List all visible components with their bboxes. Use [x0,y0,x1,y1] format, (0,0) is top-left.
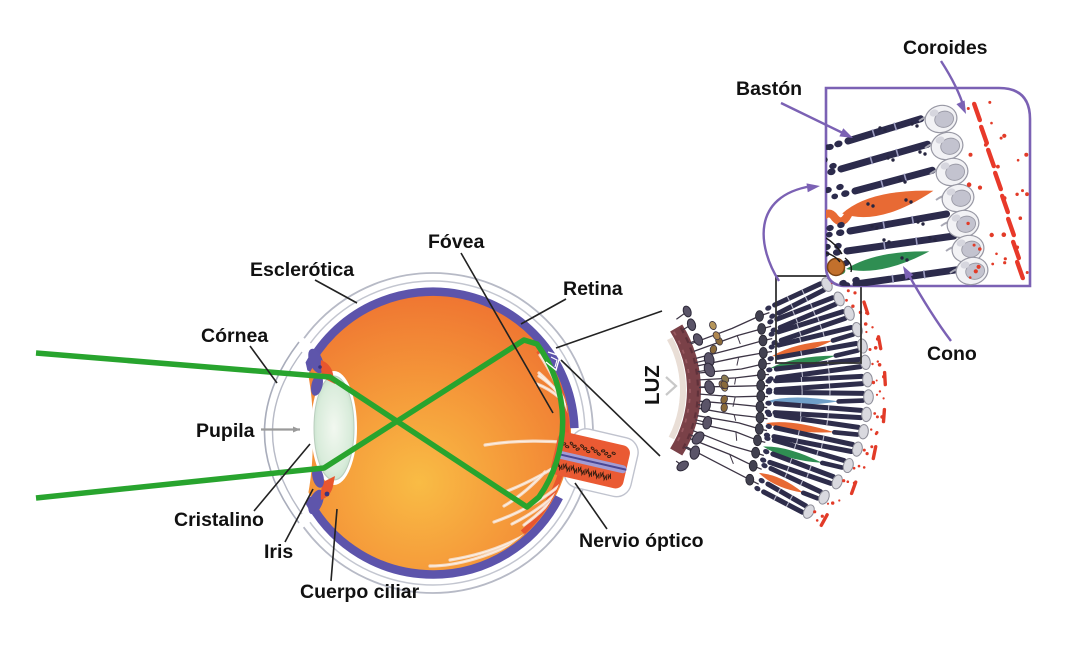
svg-text:Cuerpo ciliar: Cuerpo ciliar [300,581,420,603]
svg-text:Córnea: Córnea [201,325,268,347]
svg-text:Coroides: Coroides [903,37,988,59]
svg-text:Retina: Retina [563,278,623,300]
svg-text:LUZ: LUZ [641,365,664,405]
svg-text:Cono: Cono [927,343,977,365]
svg-text:Nervio óptico: Nervio óptico [579,530,704,552]
svg-text:Cristalino: Cristalino [174,509,264,531]
svg-text:Fóvea: Fóvea [428,231,485,253]
svg-text:Bastón: Bastón [736,78,802,100]
svg-text:Esclerótica: Esclerótica [250,259,354,281]
svg-text:Pupila: Pupila [196,420,255,442]
svg-text:Iris: Iris [264,541,293,563]
